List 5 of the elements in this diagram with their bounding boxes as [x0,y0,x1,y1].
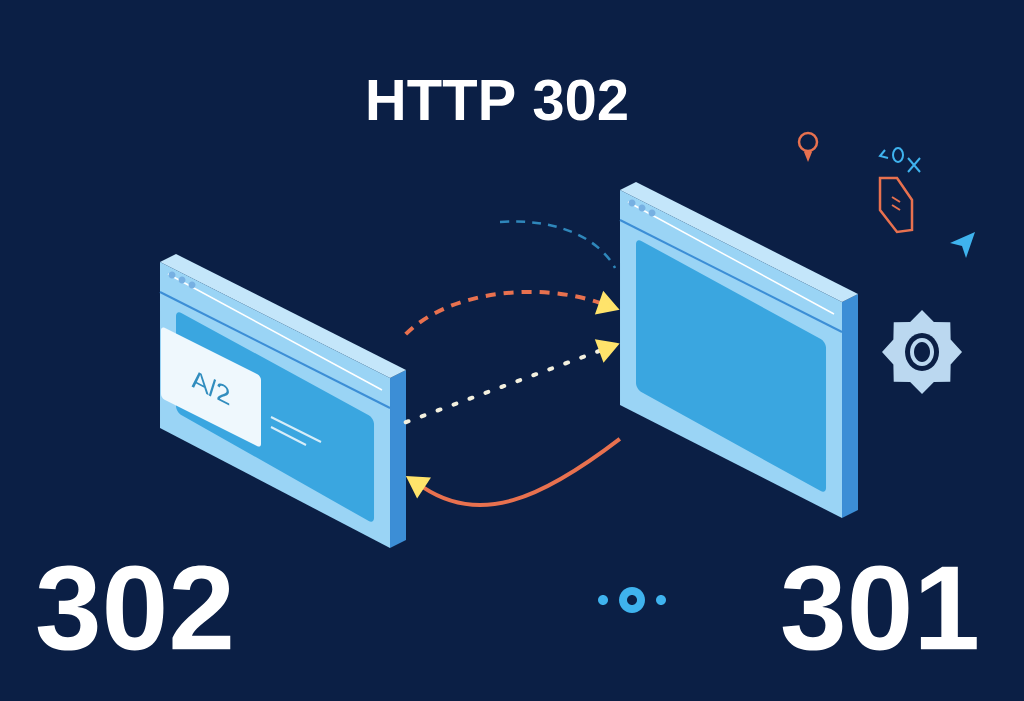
big-number: 301 [782,565,977,651]
big-number: 302 [37,565,231,651]
title: HTTP 302 [368,79,627,121]
browser-window-drawing [619,182,858,518]
label-card: A/2 [161,327,261,447]
